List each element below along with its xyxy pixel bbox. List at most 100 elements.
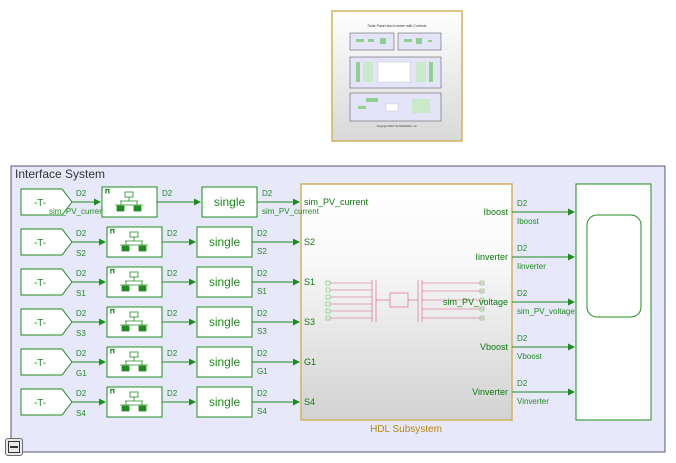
rate-transition-block[interactable]: ⊓	[106, 266, 163, 298]
rate-transition-block[interactable]: ⊓	[106, 386, 163, 418]
from-block[interactable]: -T-	[20, 348, 73, 376]
model-preview-title: Solar Panel and Inverter with Controls	[368, 24, 427, 28]
signal-name-label: sim_PV_current	[49, 207, 107, 216]
hdl-subsystem-name: HDL Subsystem	[370, 424, 442, 435]
network-icon: ⊓	[110, 309, 148, 332]
data-type-label: D2	[167, 229, 178, 238]
signal-name-label: S4	[76, 409, 86, 418]
hdl-output-port-label: Iboost	[483, 207, 508, 217]
signal-name-label: S3	[76, 329, 86, 338]
signal-name-label: G1	[257, 367, 268, 376]
signal-name-label: Vinverter	[517, 397, 549, 406]
data-type-label: D2	[76, 389, 87, 398]
signal-name-label: S3	[257, 327, 267, 336]
network-icon: ⊓	[105, 189, 143, 212]
model-preview-footer: Copyright 2023 The MathWorks, Inc.	[377, 125, 418, 128]
output-signal: sim_PV_voltage D2 sim_PV_voltage	[443, 289, 575, 316]
hdl-output-port-label: Vinverter	[472, 387, 508, 397]
data-type-label: D2	[76, 349, 87, 358]
hdl-input-port-label: sim_PV_current	[304, 197, 369, 207]
svg-text:⊓: ⊓	[110, 389, 115, 395]
data-type-label: D2	[257, 309, 268, 318]
from-block[interactable]: -T-	[20, 308, 73, 336]
from-block-label: -T-	[34, 278, 46, 289]
hdl-input-port-label: S3	[304, 317, 315, 327]
from-block-label: -T-	[34, 238, 46, 249]
interface-system-title: Interface System	[15, 167, 105, 181]
data-type-label: D2	[257, 269, 268, 278]
from-block[interactable]: -T-	[20, 228, 73, 256]
rate-transition-block[interactable]: ⊓	[106, 306, 163, 338]
data-type-label: D2	[517, 334, 528, 343]
model-preview-thumbnail[interactable]: Solar Panel and Inverter with Controls C…	[331, 10, 463, 142]
network-icon: ⊓	[110, 349, 148, 372]
signal-name-label: Iboost	[517, 217, 540, 226]
convert-single-block[interactable]: single	[196, 386, 253, 418]
network-icon: ⊓	[110, 229, 148, 252]
signal-name-label: S1	[76, 289, 86, 298]
hdl-input-port-label: S1	[304, 277, 315, 287]
signal-name-label: S2	[257, 247, 267, 256]
from-block-label: -T-	[34, 398, 46, 409]
svg-text:⊓: ⊓	[110, 229, 115, 235]
convert-block-label: single	[209, 355, 241, 369]
svg-text:⊓: ⊓	[105, 189, 110, 195]
convert-single-block[interactable]: single	[196, 266, 253, 298]
hdl-input-port-label: S2	[304, 237, 315, 247]
data-type-label: D2	[167, 269, 178, 278]
hdl-internal-preview	[330, 280, 484, 322]
hdl-output-port-label: Vboost	[480, 342, 509, 352]
data-type-label: D2	[262, 189, 273, 198]
data-type-label: D2	[257, 349, 268, 358]
from-block-label: -T-	[34, 358, 46, 369]
rate-transition-block[interactable]: ⊓	[101, 186, 158, 218]
convert-single-block[interactable]: single	[196, 226, 253, 258]
hdl-output-port-label: sim_PV_voltage	[443, 297, 508, 307]
convert-block-label: single	[209, 235, 241, 249]
hdl-input-port-label: G1	[304, 357, 316, 367]
data-type-label: D2	[76, 309, 87, 318]
data-type-label: D2	[76, 189, 87, 198]
network-icon: ⊓	[110, 389, 148, 412]
network-icon: ⊓	[110, 269, 148, 292]
signal-name-label: G1	[76, 369, 87, 378]
convert-block-label: single	[214, 195, 246, 209]
convert-single-block[interactable]: single	[196, 306, 253, 338]
hdl-input-port-label: S4	[304, 397, 315, 407]
signal-name-label: sim_PV_voltage	[517, 307, 575, 316]
rate-transition-block[interactable]: ⊓	[106, 226, 163, 258]
from-block[interactable]: -T-	[20, 388, 73, 416]
signal-name-label: S1	[257, 287, 267, 296]
data-type-label: D2	[76, 269, 87, 278]
collapse-toggle-button[interactable]	[5, 438, 23, 456]
data-type-label: D2	[517, 289, 528, 298]
hdl-output-port-label: Iinverter	[475, 252, 508, 262]
from-block[interactable]: -T-	[20, 268, 73, 296]
data-type-label: D2	[517, 199, 528, 208]
convert-single-block[interactable]: single	[196, 346, 253, 378]
from-block[interactable]: -T-	[20, 188, 73, 216]
data-type-label: D2	[167, 389, 178, 398]
data-type-label: D2	[162, 189, 173, 198]
data-type-label: D2	[76, 229, 87, 238]
convert-single-block[interactable]: single	[201, 186, 258, 218]
signal-name-label: S4	[257, 407, 267, 416]
convert-block-label: single	[209, 395, 241, 409]
scope-block[interactable]	[575, 183, 652, 421]
signal-name-label: Vboost	[517, 352, 543, 361]
svg-text:⊓: ⊓	[110, 269, 115, 275]
convert-block-label: single	[209, 315, 241, 329]
svg-text:⊓: ⊓	[110, 349, 115, 355]
hdl-subsystem-block[interactable]	[300, 183, 513, 421]
signal-name-label: S2	[76, 249, 86, 258]
data-type-label: D2	[517, 379, 528, 388]
rate-transition-block[interactable]: ⊓	[106, 346, 163, 378]
from-block-label: -T-	[34, 318, 46, 329]
